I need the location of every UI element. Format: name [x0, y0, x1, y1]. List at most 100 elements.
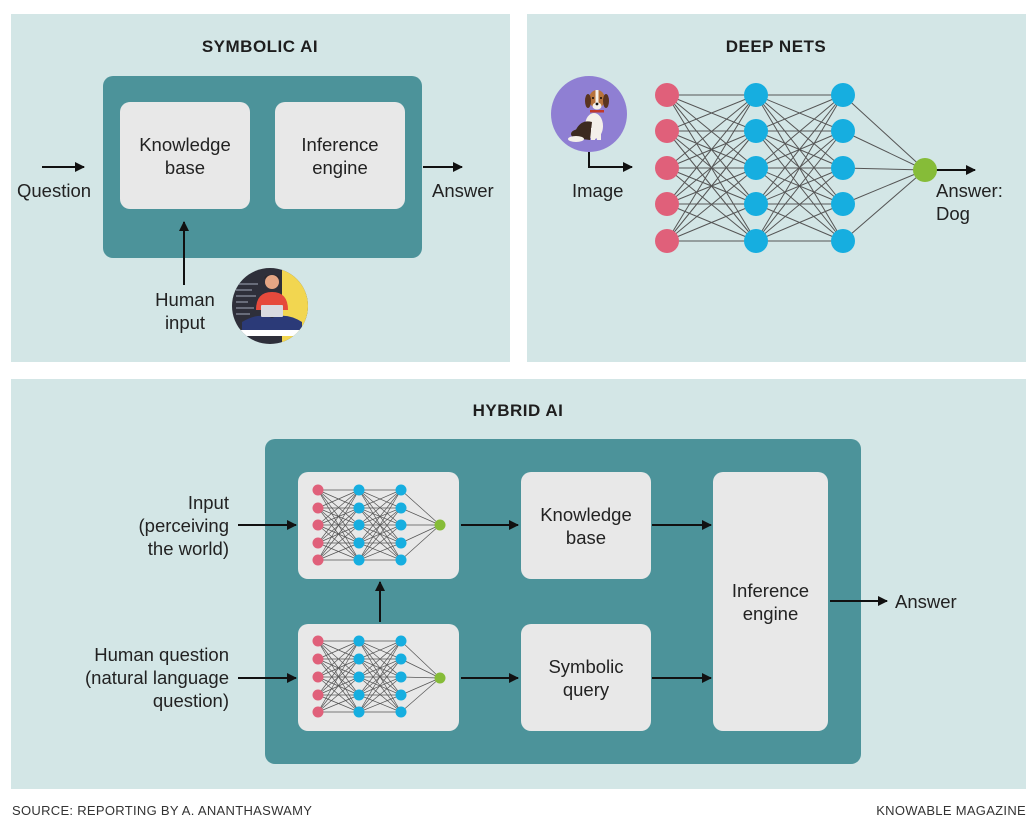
network-edge [400, 658, 441, 679]
hidden-node [395, 554, 407, 566]
network-edge [358, 640, 402, 713]
hidden-node [395, 635, 407, 647]
hidden-node [744, 229, 768, 253]
network-edge [358, 640, 402, 678]
network-edge [358, 489, 402, 561]
network-edge [666, 94, 757, 205]
network-edge [317, 640, 360, 660]
network-edge [755, 203, 844, 242]
hidden-node [353, 635, 365, 647]
perception-neural-network [312, 484, 446, 566]
input-node [312, 484, 324, 496]
symbolic-query-box: Symbolic query [521, 624, 651, 731]
hidden-node [353, 689, 365, 701]
network-edge [842, 167, 926, 171]
hidden-node [353, 502, 365, 514]
hidden-node [744, 156, 768, 180]
hybrid-knowledge-base-box: Knowledge base [521, 472, 651, 579]
network-edge [317, 489, 360, 544]
network-edge [358, 694, 402, 713]
network-edge [358, 542, 402, 561]
network-edge [842, 94, 926, 171]
input-node [312, 502, 324, 514]
network-edge [358, 524, 402, 561]
network-edge [842, 169, 926, 242]
network-edge [842, 130, 926, 171]
hidden-node [353, 706, 365, 718]
brand-credit: KNOWABLE MAGAZINE [876, 803, 1026, 818]
hidden-node [353, 554, 365, 566]
network-edge [400, 489, 441, 526]
network-edge [755, 167, 844, 242]
language-neural-network [312, 635, 446, 718]
deep-nets-title: DEEP NETS [725, 37, 827, 56]
hidden-node [744, 192, 768, 216]
output-node [434, 519, 446, 531]
network-edge [842, 169, 926, 205]
input-node [655, 119, 679, 143]
network-edge [666, 94, 757, 169]
network-edge [358, 489, 402, 526]
network-edge [400, 676, 441, 679]
hidden-node [395, 706, 407, 718]
input-node [312, 635, 324, 647]
hidden-node [744, 83, 768, 107]
input-node [312, 537, 324, 549]
question-label: Question [17, 180, 92, 201]
input-node [655, 156, 679, 180]
output-node [913, 158, 937, 182]
hybrid-answer-label: Answer [895, 591, 957, 612]
answer-label: Answer [432, 180, 494, 201]
network-edge [317, 489, 360, 509]
output-node [434, 672, 446, 684]
input-node [655, 192, 679, 216]
hidden-node [353, 537, 365, 549]
network-edge [317, 640, 360, 696]
network-edge [666, 167, 757, 242]
network-edge [358, 676, 402, 713]
network-edge [358, 489, 402, 509]
network-edge [666, 130, 757, 242]
hidden-node [353, 484, 365, 496]
person-with-laptop-icon [232, 268, 308, 344]
network-edge [666, 203, 757, 242]
input-node [312, 519, 324, 531]
hidden-node [831, 229, 855, 253]
human-input-label: Human input [155, 289, 215, 333]
image-label: Image [572, 180, 624, 201]
network-edge [400, 677, 441, 713]
input-node [312, 671, 324, 683]
network-edge [317, 640, 360, 713]
network-edge [317, 640, 360, 678]
hidden-node [831, 119, 855, 143]
network-edge [755, 94, 844, 205]
knowledge-base-box: Knowledge base [120, 102, 250, 209]
hidden-node [395, 537, 407, 549]
input-node [655, 229, 679, 253]
network-edge [358, 640, 402, 660]
deep-nets-panel [527, 14, 1026, 362]
network-edge [317, 489, 360, 526]
input-node [312, 554, 324, 566]
hidden-node [395, 671, 407, 683]
network-edge [755, 94, 844, 132]
hidden-node [831, 83, 855, 107]
network-edge [666, 94, 757, 132]
hidden-node [353, 671, 365, 683]
network-edge [317, 489, 360, 561]
hidden-node [831, 192, 855, 216]
network-edge [358, 507, 402, 561]
network-edge [400, 507, 441, 526]
network-edge [400, 524, 441, 544]
hybrid-inference-engine-box: Inference engine [713, 472, 828, 731]
input-label: Input (perceiving the world) [138, 492, 230, 559]
network-edge [755, 130, 844, 242]
network-edge [666, 94, 757, 242]
network-edge [400, 677, 441, 696]
input-node [312, 689, 324, 701]
input-node [312, 706, 324, 718]
input-node [312, 653, 324, 665]
source-credit: SOURCE: REPORTING BY A. ANANTHASWAMY [12, 803, 313, 818]
network-edge [400, 524, 441, 561]
